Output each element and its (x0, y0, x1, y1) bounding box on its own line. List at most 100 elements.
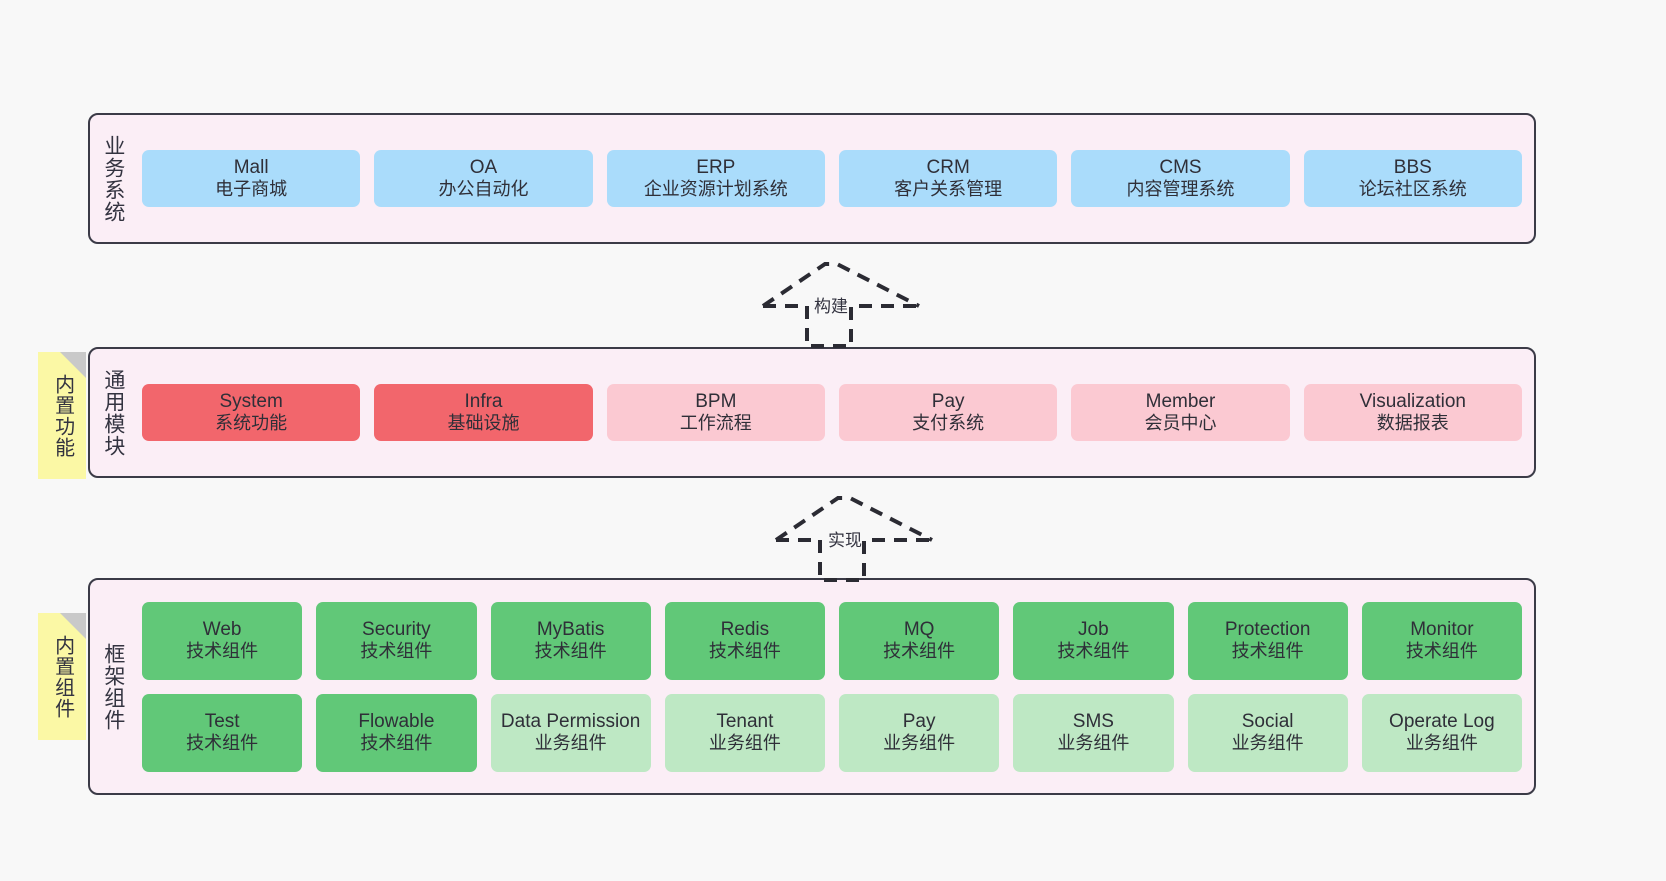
card-subtitle: 电子商城 (215, 179, 288, 200)
card-system[interactable]: System 系统功能 (142, 383, 361, 442)
card-subtitle: 技术组件 (708, 641, 781, 662)
card-visualization[interactable]: Visualization 数据报表 (1303, 383, 1522, 442)
card-subtitle: 业务组件 (1057, 733, 1130, 754)
card-title: BPM (695, 390, 737, 412)
card-redis[interactable]: Redis 技术组件 (664, 601, 825, 680)
card-title: Member (1145, 390, 1216, 412)
card-subtitle: 系统功能 (215, 413, 288, 434)
card-title: Redis (720, 618, 770, 640)
card-tenant[interactable]: Tenant 业务组件 (664, 693, 825, 772)
card-title: BBS (1393, 156, 1432, 178)
card-title: Security (362, 618, 431, 640)
card-subtitle: 技术组件 (360, 733, 433, 754)
card-title: CMS (1159, 156, 1202, 178)
layer-business-system: 业务系统 Mall 电子商城 OA 办公自动化 ERP 企业资源计划系统 CRM… (88, 113, 1536, 244)
card-operate-log[interactable]: Operate Log 业务组件 (1361, 693, 1522, 772)
card-subtitle: 技术组件 (1057, 641, 1130, 662)
layer-business-system-cards: Mall 电子商城 OA 办公自动化 ERP 企业资源计划系统 CRM 客户关系… (136, 115, 1534, 242)
card-title: Operate Log (1389, 710, 1495, 732)
card-bpm[interactable]: BPM 工作流程 (606, 383, 825, 442)
card-title: Mall (233, 156, 269, 178)
card-title: Pay (931, 390, 965, 412)
card-subtitle: 技术组件 (534, 641, 607, 662)
layer-framework-component: 框架组件 Web 技术组件 Security 技术组件 MyBatis 技术组件… (88, 578, 1536, 795)
card-title: Monitor (1410, 618, 1474, 640)
card-title: MyBatis (536, 618, 605, 640)
note-builtin-functions: 内置功能 (38, 352, 86, 479)
card-flowable[interactable]: Flowable 技术组件 (316, 693, 477, 772)
card-cms[interactable]: CMS 内容管理系统 (1071, 149, 1290, 208)
note-builtin-components-label: 内置组件 (51, 634, 74, 719)
card-oa[interactable]: OA 办公自动化 (374, 149, 593, 208)
card-title: Web (202, 618, 242, 640)
layer-common-module-cards: System 系统功能 Infra 基础设施 BPM 工作流程 Pay 支付系统… (136, 349, 1534, 476)
framework-row-business: Test 技术组件 Flowable 技术组件 Data Permission … (142, 693, 1522, 772)
card-title: SMS (1072, 710, 1114, 732)
card-social[interactable]: Social 业务组件 (1187, 693, 1348, 772)
connector-build-label: 构建 (814, 297, 848, 316)
card-title: System (219, 390, 283, 412)
card-subtitle: 技术组件 (360, 641, 433, 662)
card-subtitle: 客户关系管理 (894, 179, 1003, 200)
card-title: Social (1241, 710, 1294, 732)
connector-implement-arrow (774, 496, 933, 582)
card-protection[interactable]: Protection 技术组件 (1187, 601, 1348, 680)
framework-row-tech: Web 技术组件 Security 技术组件 MyBatis 技术组件 Redi… (142, 601, 1522, 680)
card-title: Visualization (1359, 390, 1466, 412)
card-web[interactable]: Web 技术组件 (142, 601, 303, 680)
card-subtitle: 内容管理系统 (1126, 179, 1235, 200)
card-bbs[interactable]: BBS 论坛社区系统 (1303, 149, 1522, 208)
card-subtitle: 技术组件 (1231, 641, 1304, 662)
layer-framework-component-label: 框架组件 (101, 642, 125, 731)
card-subtitle: 技术组件 (1405, 641, 1478, 662)
card-subtitle: 支付系统 (912, 413, 985, 434)
card-title: ERP (696, 156, 736, 178)
card-title: Tenant (716, 710, 774, 732)
card-subtitle: 数据报表 (1376, 413, 1449, 434)
card-infra[interactable]: Infra 基础设施 (374, 383, 593, 442)
card-title: Data Permission (500, 710, 641, 732)
card-title: Infra (464, 390, 503, 412)
note-builtin-components: 内置组件 (38, 613, 86, 740)
card-subtitle: 业务组件 (534, 733, 607, 754)
card-subtitle: 技术组件 (883, 641, 956, 662)
card-subtitle: 业务组件 (883, 733, 956, 754)
card-subtitle: 企业资源计划系统 (643, 179, 788, 200)
layer-common-module-label: 通用模块 (101, 368, 125, 457)
card-mybatis[interactable]: MyBatis 技术组件 (490, 601, 651, 680)
card-sms[interactable]: SMS 业务组件 (1013, 693, 1174, 772)
card-pay[interactable]: Pay 支付系统 (838, 383, 1058, 442)
card-subtitle: 技术组件 (186, 733, 259, 754)
card-title: Pay (902, 710, 936, 732)
card-pay-business[interactable]: Pay 业务组件 (839, 693, 1000, 772)
card-subtitle: 办公自动化 (438, 179, 529, 200)
card-crm[interactable]: CRM 客户关系管理 (838, 149, 1058, 208)
card-subtitle: 业务组件 (1405, 733, 1478, 754)
card-subtitle: 工作流程 (679, 413, 752, 434)
card-security[interactable]: Security 技术组件 (316, 601, 477, 680)
card-data-permission[interactable]: Data Permission 业务组件 (490, 693, 651, 772)
card-subtitle: 论坛社区系统 (1358, 179, 1467, 200)
card-title: Flowable (358, 710, 435, 732)
card-subtitle: 业务组件 (1231, 733, 1304, 754)
card-mq[interactable]: MQ 技术组件 (839, 601, 1000, 680)
layer-common-module: 通用模块 System 系统功能 Infra 基础设施 BPM 工作流程 Pay… (88, 347, 1536, 478)
card-test[interactable]: Test 技术组件 (142, 693, 303, 772)
card-member[interactable]: Member 会员中心 (1071, 383, 1290, 442)
card-title: OA (469, 156, 498, 178)
card-monitor[interactable]: Monitor 技术组件 (1361, 601, 1522, 680)
card-title: Protection (1224, 618, 1311, 640)
card-subtitle: 基础设施 (447, 413, 520, 434)
card-title: Test (204, 710, 240, 732)
card-job[interactable]: Job 技术组件 (1013, 601, 1174, 680)
card-erp[interactable]: ERP 企业资源计划系统 (606, 149, 825, 208)
card-title: CRM (926, 156, 970, 178)
card-subtitle: 会员中心 (1144, 413, 1217, 434)
layer-framework-component-cards: Web 技术组件 Security 技术组件 MyBatis 技术组件 Redi… (136, 580, 1534, 793)
connector-build-arrow (761, 262, 920, 348)
connector-implement-label: 实现 (828, 531, 862, 550)
card-subtitle: 业务组件 (708, 733, 781, 754)
note-builtin-functions-label: 内置功能 (51, 373, 74, 458)
card-mall[interactable]: Mall 电子商城 (142, 149, 361, 208)
